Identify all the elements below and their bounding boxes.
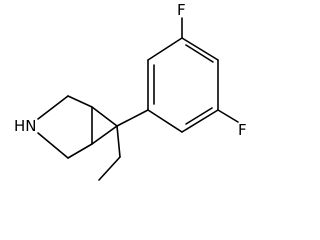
ring-bond-5 bbox=[181, 109, 219, 133]
ring-double-bond-2 bbox=[185, 44, 214, 63]
molecule-structure: HN F F bbox=[14, 1, 247, 181]
bond-c-f-bottom bbox=[217, 109, 239, 123]
bond-ch2-ch3 bbox=[98, 156, 121, 181]
cyclopropane-ring bbox=[91, 106, 118, 145]
bond-n-c4 bbox=[37, 132, 69, 159]
bond-c6-ch2 bbox=[116, 125, 121, 158]
ring-double-bond-3 bbox=[185, 107, 213, 125]
ring-bond-6 bbox=[147, 109, 183, 133]
difluorophenyl-ring bbox=[147, 37, 219, 133]
ring-bond-3 bbox=[181, 37, 219, 61]
bond-c6-aryl bbox=[116, 109, 149, 127]
fluorine-bottom-label: F bbox=[238, 121, 247, 139]
ring-bond-2 bbox=[147, 37, 183, 61]
fluorine-top-label: F bbox=[177, 1, 186, 19]
ethyl-group bbox=[98, 125, 121, 181]
bond-c1-c6 bbox=[91, 106, 118, 127]
bond-c4-c5 bbox=[67, 143, 93, 159]
bond-n-c2 bbox=[37, 95, 69, 120]
nitrogen-label: HN bbox=[14, 117, 37, 135]
pyrrolidine-ring bbox=[37, 95, 93, 159]
bond-c2-c1 bbox=[67, 95, 93, 108]
bond-c5-c6 bbox=[91, 125, 118, 145]
